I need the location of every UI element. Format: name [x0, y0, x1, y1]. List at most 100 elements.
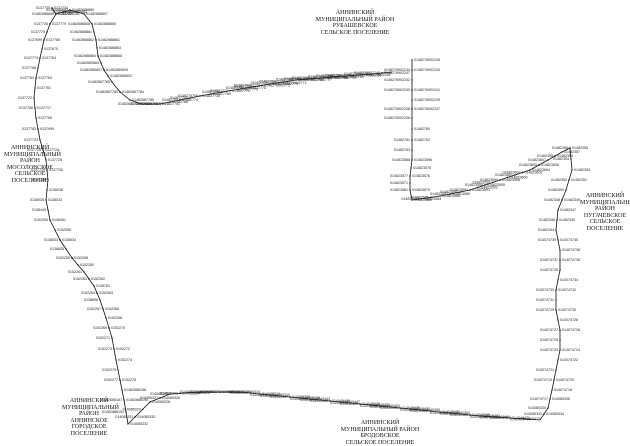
point-number-label: 014085307 — [270, 395, 288, 399]
point-number-label: 01482346 — [539, 218, 555, 222]
point-number-label: 014827773 — [240, 88, 258, 92]
point-number-label: 014823590 — [440, 190, 458, 194]
point-number-label: 0138761 — [96, 284, 110, 288]
point-number-label: 0148276902760 — [316, 74, 342, 78]
point-number-label: 014085311 — [250, 393, 268, 397]
boundary-point — [561, 199, 563, 201]
point-number-label: 01482689602 — [110, 74, 132, 78]
point-number-label: 014827740 — [170, 96, 188, 100]
boundary-point — [169, 101, 171, 103]
boundary-point — [559, 269, 561, 271]
boundary-point — [359, 403, 361, 405]
point-number-label: 01482760 — [414, 127, 430, 131]
boundary-point — [42, 149, 44, 151]
point-number-label: 014074719 — [534, 378, 552, 382]
point-number-label: 014040456 — [380, 406, 398, 410]
point-number-label: 01482687785 — [88, 80, 110, 84]
boundary-point — [568, 179, 570, 181]
boundary-point — [419, 409, 421, 411]
point-number-label: 014085318 — [222, 390, 240, 394]
area-label-mosolovskoe: АННИНСКИЙ МУНИЦИПАЛЬНЫЙ РАЙОН МОСОЛОВСКО… — [4, 145, 61, 184]
boundary-point — [65, 248, 67, 250]
point-number-label: 0138038 — [49, 188, 63, 192]
point-number-label: 014085319 — [190, 390, 208, 394]
boundary-point — [37, 128, 39, 130]
boundary-point — [199, 391, 201, 393]
point-number-label: 01482688190 — [126, 398, 148, 402]
point-number-label: 01482688808 — [68, 22, 90, 26]
boundary-point — [141, 103, 143, 105]
boundary-point — [119, 91, 121, 93]
boundary-point — [245, 87, 247, 89]
point-number-label: 01482689607 — [80, 68, 102, 72]
boundary-point — [571, 169, 573, 171]
point-number-label: 01482354 — [553, 157, 569, 161]
boundary-point — [554, 155, 556, 157]
point-number-label: 014823582 — [414, 198, 432, 202]
point-number-label: 01482353 — [574, 168, 590, 172]
boundary-point — [115, 359, 117, 361]
point-number-label: 0148276902249 — [365, 73, 391, 77]
point-number-label: 014085331 — [115, 415, 133, 419]
boundary-point — [399, 407, 401, 409]
boundary-point — [96, 47, 98, 49]
boundary-point — [555, 229, 557, 231]
boundary-point — [91, 23, 93, 25]
point-number-label: 014040449 — [362, 402, 380, 406]
point-number-label: 014827775 — [248, 86, 266, 90]
point-number-label: 014074733 — [536, 288, 554, 292]
point-number-label: 0148276902762 — [308, 75, 334, 79]
boundary-point — [150, 103, 152, 105]
point-number-label: 014074737 — [540, 258, 558, 262]
point-number-label: 01482688861 — [70, 30, 92, 34]
point-number-label: 014085326 — [162, 396, 180, 400]
boundary-point — [134, 415, 137, 418]
point-number-label: 0138634 — [62, 238, 76, 242]
point-number-label: 014074736 — [562, 258, 580, 262]
point-number-label: 0138896 — [84, 298, 98, 302]
point-number-label: 014827770 — [202, 90, 220, 94]
boundary-point — [96, 292, 98, 294]
point-number-label: 01482688865 — [100, 54, 122, 58]
point-number-label: 014040465 — [472, 413, 490, 417]
point-number-label: 014085316 — [232, 390, 250, 394]
point-number-label: 014827776 — [234, 85, 252, 89]
point-number-label: 01482687783 — [96, 90, 118, 94]
point-number-label: 014074729 — [536, 308, 554, 312]
point-number-label: 0148276902240 — [384, 88, 410, 92]
boundary-point — [459, 413, 461, 415]
boundary-point — [489, 415, 491, 418]
boundary-point — [389, 406, 391, 408]
point-number-label: 0148276902239 — [414, 98, 440, 102]
point-number-label: 014827769 — [213, 92, 231, 96]
point-number-label: 014074722 — [560, 358, 578, 362]
point-number-label: 0137999 — [40, 127, 54, 131]
point-number-label: 01482687777 — [144, 102, 166, 106]
boundary-point — [519, 417, 521, 420]
boundary-point — [295, 79, 297, 81]
point-number-label: 0148276902763 — [330, 76, 356, 80]
point-number-label: 014040452 — [360, 404, 378, 408]
point-number-label: 01482688187 — [100, 398, 122, 402]
boundary-point — [559, 329, 561, 331]
boundary-point — [555, 309, 557, 311]
point-number-label: 01482344 — [538, 228, 554, 232]
point-number-label: 014040448 — [330, 401, 348, 405]
boundary-point — [499, 179, 501, 181]
point-number-label: 014085320 — [202, 390, 220, 394]
boundary-point — [229, 391, 231, 393]
point-number-label: 014823607 — [528, 158, 546, 162]
point-number-label: 0137723 — [24, 138, 38, 142]
point-number-label: 0148276902764 — [292, 76, 318, 80]
boundary-point — [561, 151, 563, 153]
point-number-label: 014074727 — [540, 328, 558, 332]
boundary-point — [529, 169, 531, 171]
boundary-point — [319, 77, 321, 79]
boundary-point — [100, 62, 102, 64]
point-number-label: 014085336 — [552, 397, 570, 401]
point-number-label: 0152267 — [87, 307, 101, 311]
boundary-point — [102, 308, 104, 310]
point-number-label: 01482349 — [564, 198, 580, 202]
point-number-label: 014040467 — [482, 414, 500, 418]
point-number-label: 014085324 — [182, 392, 200, 396]
